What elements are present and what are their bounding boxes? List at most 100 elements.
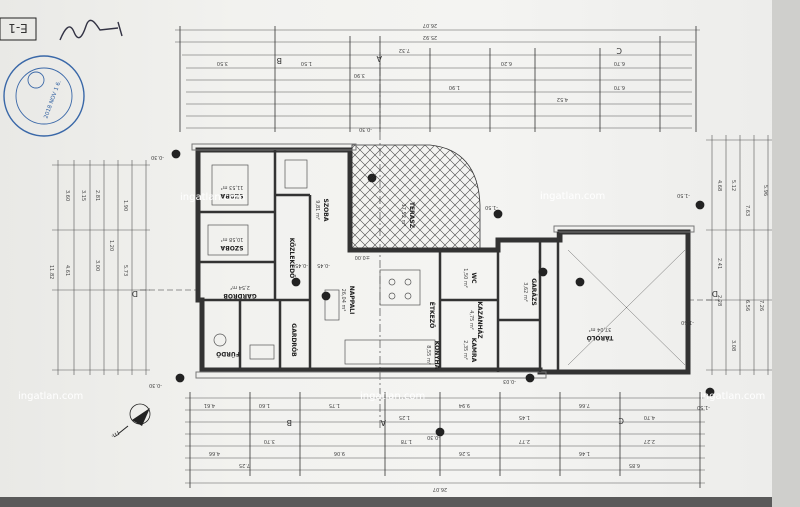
room-area: 10,58 m² xyxy=(221,236,244,242)
level-6: -1.50 xyxy=(697,404,710,410)
room-name: FÜRDŐ xyxy=(216,350,240,357)
room-kazanhaz: KAZÁNHÁZ 4,75 m² xyxy=(468,301,483,339)
dim-left-5: 3.00 xyxy=(94,260,100,271)
dim-top-5: 6.20 xyxy=(501,60,512,66)
dim-left-3: 1.20 xyxy=(108,240,114,251)
dim-right-3: 2.41 xyxy=(716,258,722,269)
room-area: 11,53 m² xyxy=(221,184,244,190)
room-kamra: KAMRA 2,35 m² xyxy=(462,338,477,363)
dim-left-1: 3.15 xyxy=(80,190,86,201)
room-name: KAZÁNHÁZ xyxy=(476,301,483,339)
sheet-code: E-1 xyxy=(8,21,28,35)
dim-bottom-2: 1.75 xyxy=(329,402,340,408)
dim-bottom2-6: 1.46 xyxy=(579,450,590,456)
room-area: 8,55 m² xyxy=(425,345,431,365)
axis-d-right: D xyxy=(712,289,718,298)
room-gardrob-2: GARDRÓB xyxy=(290,323,297,357)
dim-right-5: 2.28 xyxy=(716,295,722,306)
level-9: -0.03 xyxy=(503,378,516,384)
room-furdo: FÜRDŐ xyxy=(216,350,240,357)
axis-c-top: C xyxy=(616,46,622,55)
dim-right-1: 5.12 xyxy=(730,180,736,191)
dim-left-total: 11.82 xyxy=(48,265,54,279)
dim-bottom-6: 7.66 xyxy=(579,402,590,408)
room-name: GARDRÓB xyxy=(223,292,257,299)
dim-bottom-total: 26.07 xyxy=(433,486,447,492)
dim-right-total: 5.96 xyxy=(762,185,768,196)
dim-top-2: 3.90 xyxy=(354,72,365,78)
dim-right-7: 7.26 xyxy=(758,300,764,311)
room-terasz: TERASZ 17,52 m² xyxy=(400,202,415,229)
level-2: -0.30 xyxy=(359,126,372,132)
top-dimension-chains xyxy=(175,29,700,129)
dim-right-0: 4.68 xyxy=(716,180,722,191)
level-4: -1.50 xyxy=(677,192,690,198)
room-etkezo: ÉTKEZŐ xyxy=(428,302,436,328)
dim-bottom-7: 4.70 xyxy=(644,414,655,420)
level-7: -0.45 xyxy=(317,262,330,268)
dim-top-7: 6.70 xyxy=(614,60,625,66)
watermark-5: ingatlan.com xyxy=(700,391,765,402)
room-garazs: GARÁZS 3,62 m² xyxy=(522,278,537,306)
level-markers xyxy=(171,149,715,437)
room-szoba-2: SZOBA 10,58 m² xyxy=(220,236,243,251)
terrace-hatch xyxy=(351,144,481,251)
room-area: 17,52 m² xyxy=(400,204,406,227)
room-name: SZOBA xyxy=(322,199,329,222)
dim-bottom2-5: 2.77 xyxy=(519,438,530,444)
watermark-1: ingatlan.com xyxy=(540,191,605,202)
room-szoba-1: SZOBA 11,53 m² xyxy=(220,184,243,199)
dim-right-6: 3.08 xyxy=(730,340,736,351)
dim-bottom2-3: 1.78 xyxy=(401,438,412,444)
dim-top-0: 3.50 xyxy=(217,60,228,66)
dim-bottom2-7: 6.85 xyxy=(629,462,640,468)
room-name: SZOBA xyxy=(220,192,243,199)
dim-bottom-5: 1.45 xyxy=(519,414,530,420)
level-10: -0.45 xyxy=(295,262,308,268)
dim-top-second: 25.92 xyxy=(423,34,437,40)
room-area: 2,54 m² xyxy=(230,284,250,290)
approval-stamp: 2018 NOV 1 6. xyxy=(3,55,85,137)
furniture xyxy=(207,159,686,366)
room-konyha: KONYHA 8,55 m² xyxy=(425,341,440,370)
room-area: 9,81 m² xyxy=(314,200,320,220)
room-name: NAPPALI xyxy=(348,286,355,315)
level-5: -1.50 xyxy=(485,204,498,210)
room-labels: SZOBA 11,53 m² SZOBA 10,58 m² SZOBA 9,81… xyxy=(216,184,613,370)
north-letter: É xyxy=(109,430,121,440)
room-area: 26,04 m² xyxy=(340,289,346,312)
dim-right-4: 6.56 xyxy=(744,300,750,311)
dim-bottom2-1: 3.70 xyxy=(264,438,275,444)
room-name: ÉTKEZŐ xyxy=(428,302,436,328)
level-3: -0.30 xyxy=(427,434,440,440)
watermark-4: ingatlan.com xyxy=(360,391,425,402)
dim-left-6: 4.61 xyxy=(64,265,70,276)
room-name: GARDRÓB xyxy=(290,323,297,357)
dim-top-total: 26.07 xyxy=(423,22,437,28)
level-0: -0.30 xyxy=(151,154,164,160)
dim-bottom2-0: 4.66 xyxy=(209,450,220,456)
room-name: TERASZ xyxy=(408,202,415,229)
dim-bottom-0: 4.61 xyxy=(204,402,215,408)
dim-left-4: 1.90 xyxy=(122,200,128,211)
dim-bottom-8: 2.27 xyxy=(644,438,655,444)
axis-markers: A A B B C C D D xyxy=(132,46,720,430)
room-gardrob: GARDRÓB 2,54 m² xyxy=(223,284,257,299)
axis-a-bottom: A xyxy=(380,418,386,427)
interior-walls xyxy=(198,150,560,372)
dim-bottom-4: 9.94 xyxy=(459,402,470,408)
watermark-2: ingatlan.com xyxy=(180,192,245,203)
room-kozlekedo: KÖZLEKEDŐ xyxy=(288,238,295,279)
dim-top-1: 1.50 xyxy=(301,60,312,66)
bottom-dimension-ticks xyxy=(189,392,701,488)
watermarks: ingatlan.com ingatlan.com ingatlan.com i… xyxy=(18,191,765,402)
dim-left-col: 3.60 3.15 2.81 1.20 1.90 3.00 4.61 5.73 xyxy=(64,190,128,276)
room-wc: WC 1,50 m² xyxy=(462,268,477,288)
axis-d-left: D xyxy=(132,289,138,298)
dim-top-3: 7.32 xyxy=(399,47,410,53)
watermark-3: ingatlan.com xyxy=(18,391,83,402)
room-area: 37,04 m² xyxy=(589,326,612,332)
room-name: WC xyxy=(470,272,477,284)
